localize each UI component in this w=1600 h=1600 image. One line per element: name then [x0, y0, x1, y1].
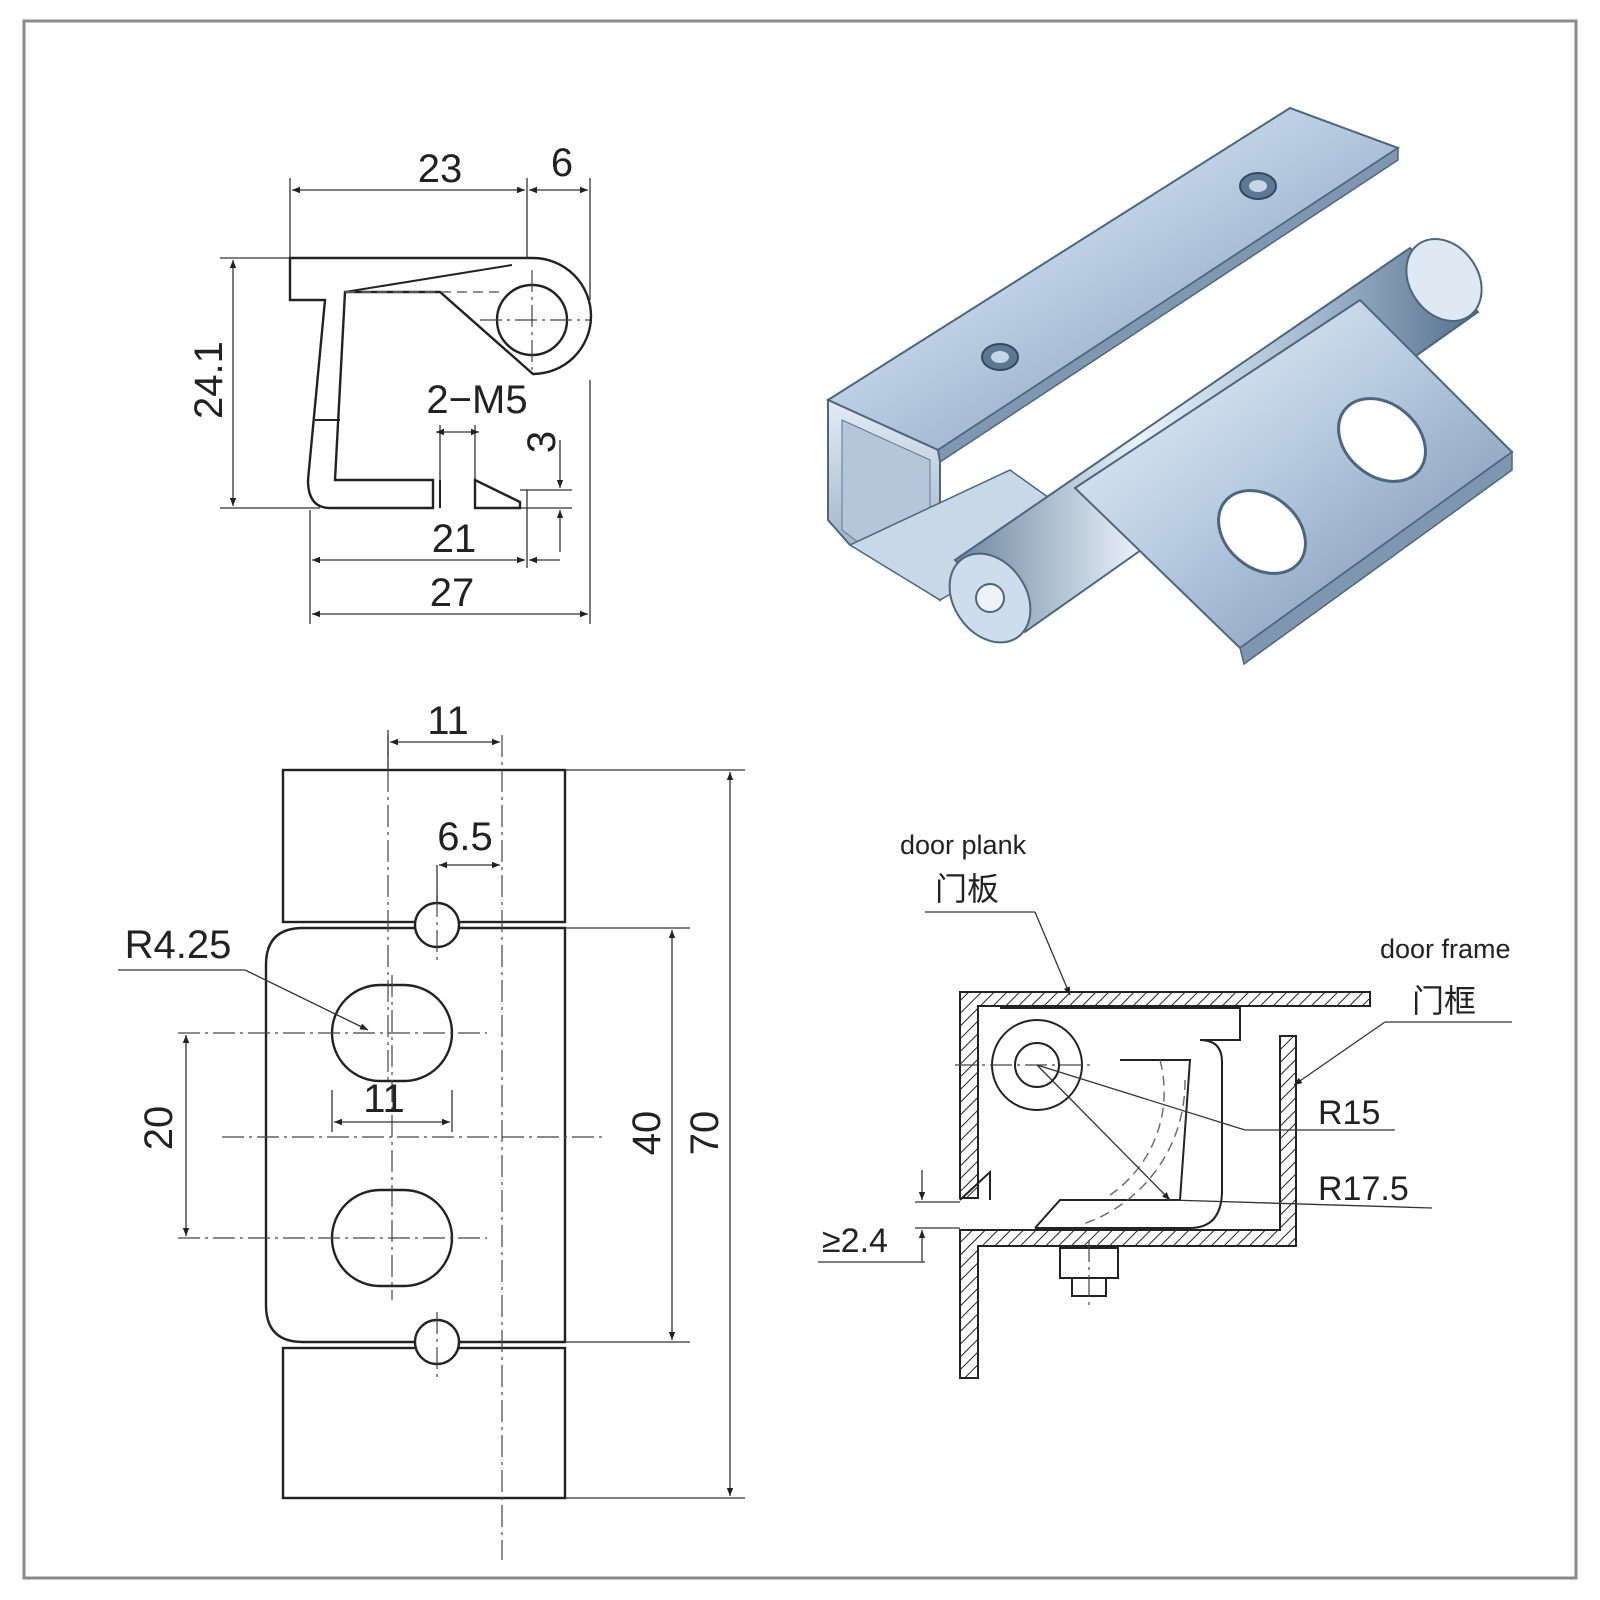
dim-text-21: 21 [432, 517, 477, 561]
pin-end-icon [975, 583, 1005, 613]
dim-text-11-top: 11 [427, 699, 469, 743]
label-door-frame-cn: 门框 [1412, 982, 1476, 1020]
dim-text-r4-25: R4.25 [125, 923, 232, 967]
dim-text-23: 23 [418, 147, 463, 191]
installation-view: door plank 门板 door frame 门框 R15 R17.5 ≥2… [818, 830, 1512, 1379]
label-door-plank-en: door plank [900, 830, 1027, 860]
label-radius-r15: R15 [1318, 1094, 1380, 1132]
front-view-bottom-knuckle [281, 1346, 567, 1500]
dim-text-6-5: 6.5 [437, 815, 493, 859]
label-gap-min: ≥2.4 [822, 1222, 888, 1260]
side-view-tab [473, 478, 522, 510]
radius-leader-r17-5 [1036, 1064, 1171, 1201]
front-view-top-knuckle [281, 768, 567, 924]
door-plank-section [959, 991, 1371, 1199]
dim-text-6: 6 [551, 141, 573, 185]
front-view: 11 6.5 R4.25 11 20 40 70 [118, 699, 745, 1560]
door-frame-section [959, 1035, 1297, 1379]
radius-leader-r15 [1036, 1064, 1246, 1131]
label-door-frame-en: door frame [1380, 934, 1511, 964]
label-radius-r17-5: R17.5 [1318, 1170, 1409, 1208]
installed-pin [1014, 1042, 1060, 1088]
label-door-plank-cn: 门板 [935, 870, 999, 908]
hinge-product-render [825, 106, 1514, 666]
dim-text-40: 40 [625, 1111, 669, 1156]
dim-text-24-1: 24.1 [187, 341, 231, 419]
dim-text-20: 20 [137, 1106, 181, 1151]
side-view: 23 6 24.1 2−M5 3 21 27 [187, 141, 593, 624]
dim-text-thread: 2−M5 [426, 378, 527, 422]
installed-hinge-profile [1000, 1007, 1241, 1229]
dim-text-3: 3 [520, 431, 564, 453]
dim-text-11-slot: 11 [363, 1077, 405, 1121]
leaf-slot-hole-icon [1217, 489, 1307, 575]
dim-text-27: 27 [430, 571, 475, 615]
front-leaf [1073, 298, 1514, 650]
dim-text-70: 70 [683, 1111, 727, 1156]
sheet-border [22, 19, 1578, 1580]
side-view-taper-edge [344, 264, 513, 293]
